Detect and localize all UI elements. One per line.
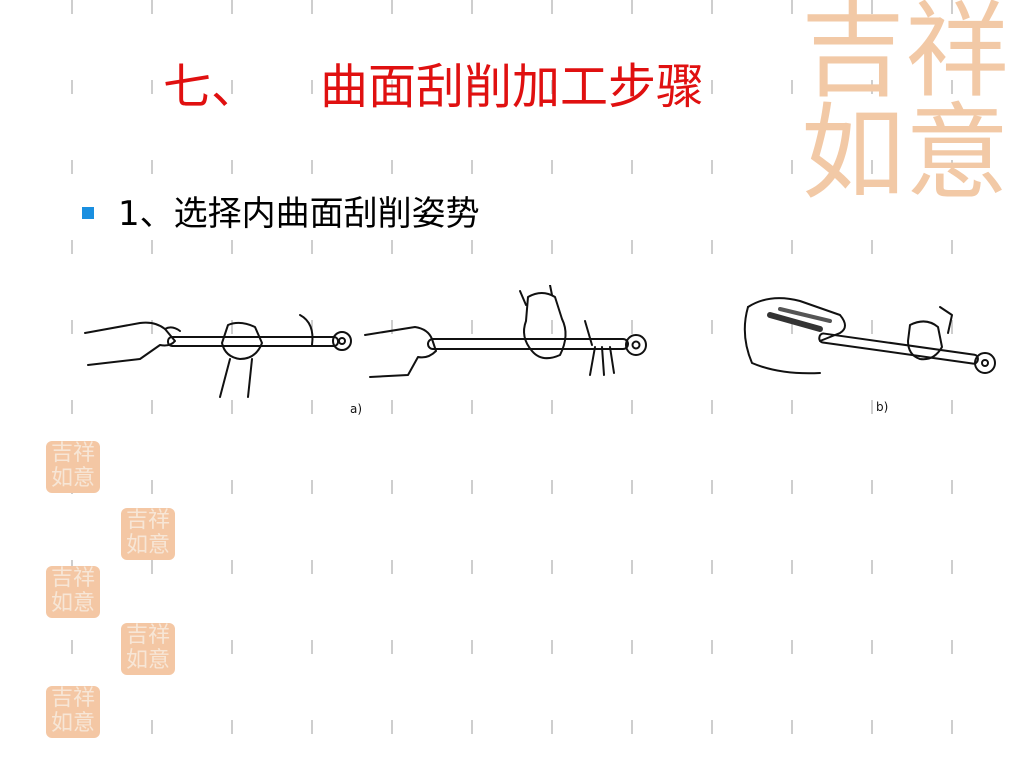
auspicious-seal-small: 吉祥 如意	[121, 623, 175, 675]
slide-title: 七、 曲面刮削加工步骤	[163, 59, 705, 115]
scraper-illustration-1	[84, 314, 352, 398]
figure-label-b: b)	[876, 400, 888, 414]
auspicious-seal-small: 吉祥 如意	[46, 686, 100, 738]
auspicious-seal-small: 吉祥 如意	[121, 508, 175, 560]
scraper-illustration-2	[364, 285, 647, 378]
scraper-illustration-3	[743, 297, 996, 375]
seal-text-bottom: 如意	[800, 92, 1009, 214]
auspicious-seal-small: 吉祥 如意	[46, 566, 100, 618]
square-bullet-icon	[82, 207, 94, 219]
bullet-text: 1、选择内曲面刮削姿势	[118, 194, 480, 234]
auspicious-seal-large: 吉祥 如意	[800, 0, 1010, 205]
seal-text-top: 吉祥	[800, 0, 1009, 112]
auspicious-seal-small: 吉祥 如意	[46, 441, 100, 493]
scraping-posture-figure: a) b)	[84, 285, 996, 416]
figure-label-a: a)	[350, 402, 362, 416]
